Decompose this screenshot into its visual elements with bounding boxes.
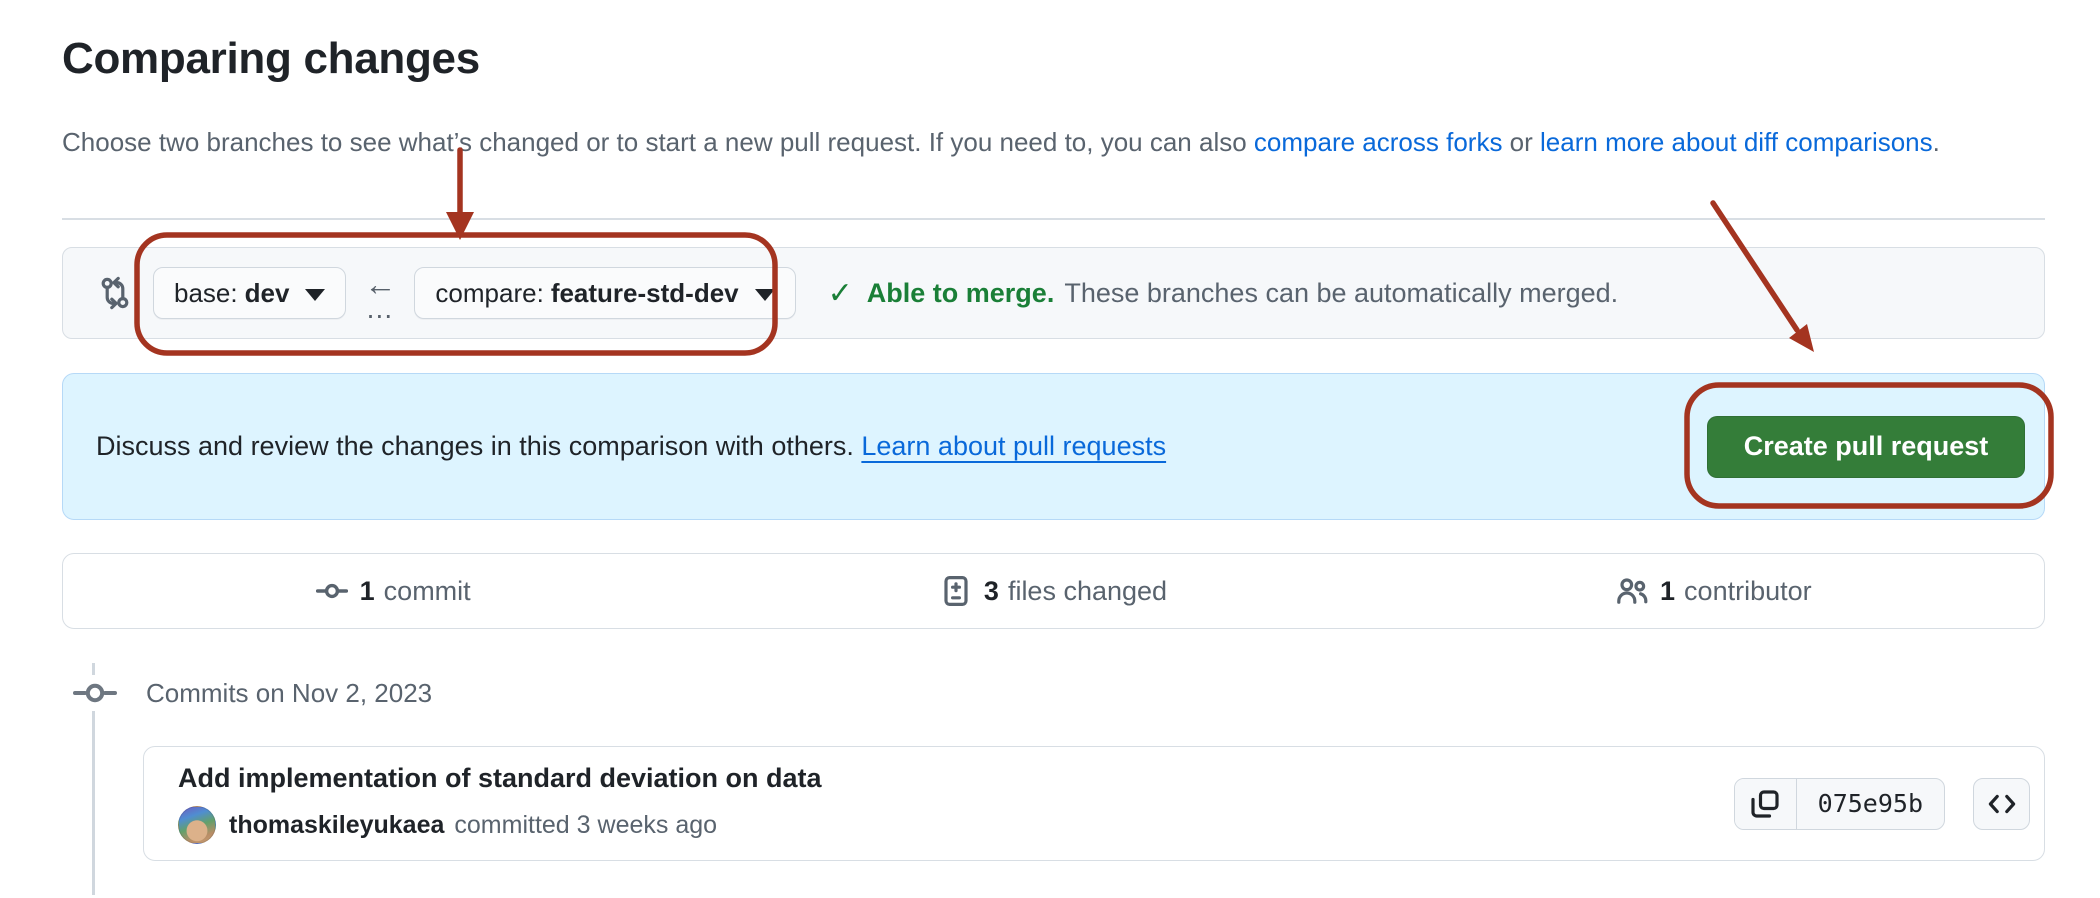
compare-across-forks-link[interactable]: compare across forks	[1253, 127, 1503, 157]
file-diff-icon	[940, 575, 972, 607]
pr-banner-message: Discuss and review the changes in this c…	[96, 431, 862, 461]
commit-actions: 075e95b	[1733, 777, 2030, 830]
page-description: Choose two branches to see what’s change…	[62, 118, 2007, 166]
description-or-text: or	[1502, 127, 1541, 157]
merge-status: ✓ Able to merge. These branches can be a…	[828, 276, 1619, 311]
base-branch-value: dev	[244, 277, 290, 308]
people-icon	[1616, 575, 1648, 607]
commit-node-icon	[71, 675, 119, 711]
commit-row: Add implementation of standard deviation…	[143, 746, 2045, 861]
commit-icon	[315, 575, 348, 607]
commit-author-link[interactable]: thomaskileyukaea	[229, 810, 445, 839]
commit-main: Add implementation of standard deviation…	[178, 763, 822, 844]
commit-meta: committed 3 weeks ago	[454, 810, 718, 839]
contributors-count: 1	[1660, 575, 1676, 606]
commit-sha-link[interactable]: 075e95b	[1817, 789, 1923, 818]
contributors-stat[interactable]: 1 contributor	[1384, 575, 2044, 607]
compare-branch-dropdown[interactable]: compare:feature-std-dev	[414, 267, 796, 319]
commits-date-header: Commits on Nov 2, 2023	[146, 678, 433, 708]
commit-author-row: thomaskileyukaea committed 3 weeks ago	[178, 806, 822, 844]
annotation-arrowhead-branch	[446, 212, 474, 240]
create-pull-request-button[interactable]: Create pull request	[1707, 415, 2025, 478]
files-changed-stat[interactable]: 3 files changed	[723, 575, 1383, 607]
chevron-down-icon	[754, 289, 775, 301]
git-compare-icon	[99, 276, 131, 310]
compare-branch-value: feature-std-dev	[550, 277, 739, 308]
base-branch-label: base:	[174, 277, 238, 308]
ellipsis-icon: …	[365, 293, 396, 324]
commit-sha-group: 075e95b	[1733, 777, 1945, 830]
header-divider	[62, 218, 2045, 220]
comparison-stats-bar: 1 commit 3 files changed	[62, 553, 2045, 629]
commit-title-link[interactable]: Add implementation of standard deviation…	[178, 763, 822, 793]
description-period: .	[1932, 127, 1940, 157]
commit-timeline-line	[92, 663, 95, 895]
commits-count: 1	[359, 575, 375, 606]
commits-label: commit	[383, 575, 471, 606]
chevron-down-icon	[305, 289, 326, 301]
files-changed-count: 3	[983, 575, 999, 606]
page-title: Comparing changes	[62, 34, 480, 83]
merge-status-text: These branches can be automatically merg…	[1064, 277, 1619, 308]
compare-branch-label: compare:	[435, 277, 544, 308]
pr-banner-text: Discuss and review the changes in this c…	[96, 431, 1166, 462]
base-branch-dropdown[interactable]: base:dev	[153, 267, 347, 319]
diff-comparisons-link[interactable]: learn more about diff comparisons	[1540, 127, 1933, 157]
commits-stat[interactable]: 1 commit	[63, 575, 723, 607]
avatar[interactable]	[178, 806, 216, 844]
files-changed-label: files changed	[1007, 575, 1168, 606]
copy-sha-button[interactable]	[1734, 778, 1797, 829]
check-icon: ✓	[827, 276, 853, 310]
browse-code-button[interactable]	[1973, 777, 2030, 830]
learn-about-pull-requests-link[interactable]: Learn about pull requests	[861, 431, 1167, 461]
copy-icon	[1750, 789, 1780, 819]
code-icon	[1986, 790, 2018, 818]
range-separator: ← …	[358, 268, 402, 324]
contributors-label: contributor	[1684, 575, 1812, 606]
merge-status-title: Able to merge.	[866, 277, 1055, 308]
branch-selection-bar: base:dev ← … compare:feature-std-dev ✓ A…	[62, 247, 2045, 339]
description-text: Choose two branches to see what’s change…	[62, 127, 1254, 157]
pull-request-banner: Discuss and review the changes in this c…	[62, 373, 2045, 520]
